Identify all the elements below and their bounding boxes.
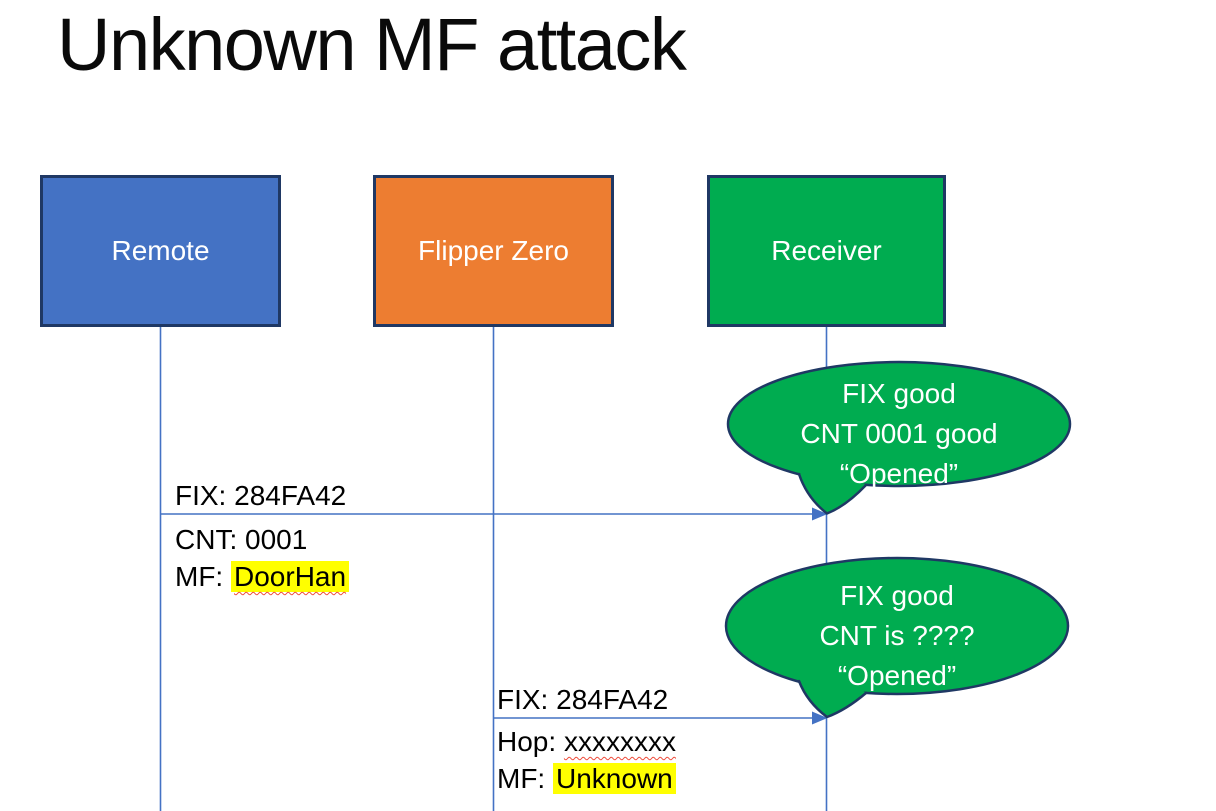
callout-bubble-2 — [724, 556, 1070, 719]
message1-cnt-value: CNT: 0001 — [175, 524, 308, 555]
message2-hop-prefix: Hop: — [497, 726, 564, 757]
message2-label-above: FIX: 284FA42 — [497, 683, 668, 717]
message1-label-above: FIX: 284FA42 — [175, 479, 346, 513]
actor-box-remote: Remote — [40, 175, 281, 327]
slide-title: Unknown MF attack — [57, 3, 687, 86]
message1-mf-line: MF: DoorHan — [175, 558, 350, 595]
message1-arrowhead-icon — [812, 507, 828, 521]
callout-bubble-1-ellipse — [726, 360, 1072, 488]
message2-fix-value: FIX: 284FA42 — [497, 684, 669, 715]
callout-bubble-2-tail — [799, 677, 866, 717]
message1-cnt-line: CNT: 0001 — [175, 521, 349, 558]
message1-mf-highlighted-value: DoorHan — [231, 561, 350, 592]
callout-2-line-2: CNT is ???? — [819, 620, 975, 651]
actor-box-flipper-zero: Flipper Zero — [373, 175, 614, 327]
message1-fix-value: FIX: 284FA42 — [175, 480, 347, 511]
callout-1-line-2: CNT 0001 good — [800, 418, 998, 449]
message2-hop-line: Hop: xxxxxxxx — [497, 723, 676, 760]
callout-bubble-2-ellipse — [724, 556, 1070, 696]
callout-2-text: FIX good CNT is ???? “Opened” — [819, 576, 974, 696]
actor-box-receiver: Receiver — [707, 175, 946, 327]
actor-label-flipper-zero: Flipper Zero — [418, 235, 569, 266]
actor-label-remote: Remote — [111, 235, 210, 266]
message2-labels-below: Hop: xxxxxxxx MF: Unknown — [497, 723, 676, 797]
message2-mf-prefix: MF: — [497, 763, 553, 794]
message2-mf-highlighted-value: Unknown — [553, 763, 676, 794]
message1-mf-prefix: MF: — [175, 561, 231, 592]
message1-labels-below: CNT: 0001 MF: DoorHan — [175, 521, 350, 595]
callout-bubble-1 — [726, 360, 1072, 515]
callout-1-line-3: “Opened” — [839, 458, 959, 489]
callout-2-line-1: FIX good — [840, 580, 954, 611]
callout-2-line-3: “Opened” — [837, 660, 957, 691]
callout-1-text: FIX good CNT 0001 good “Opened” — [800, 374, 997, 494]
callout-bubble-1-tail-outline — [797, 472, 868, 515]
message2-mf-line: MF: Unknown — [497, 760, 676, 797]
message2-arrowhead-icon — [812, 711, 828, 725]
callout-1-line-1: FIX good — [842, 378, 956, 409]
message2-hop-squiggle-value: xxxxxxxx — [563, 726, 676, 757]
actor-label-receiver: Receiver — [771, 235, 882, 266]
callout-bubble-2-tail-outline — [797, 679, 868, 719]
